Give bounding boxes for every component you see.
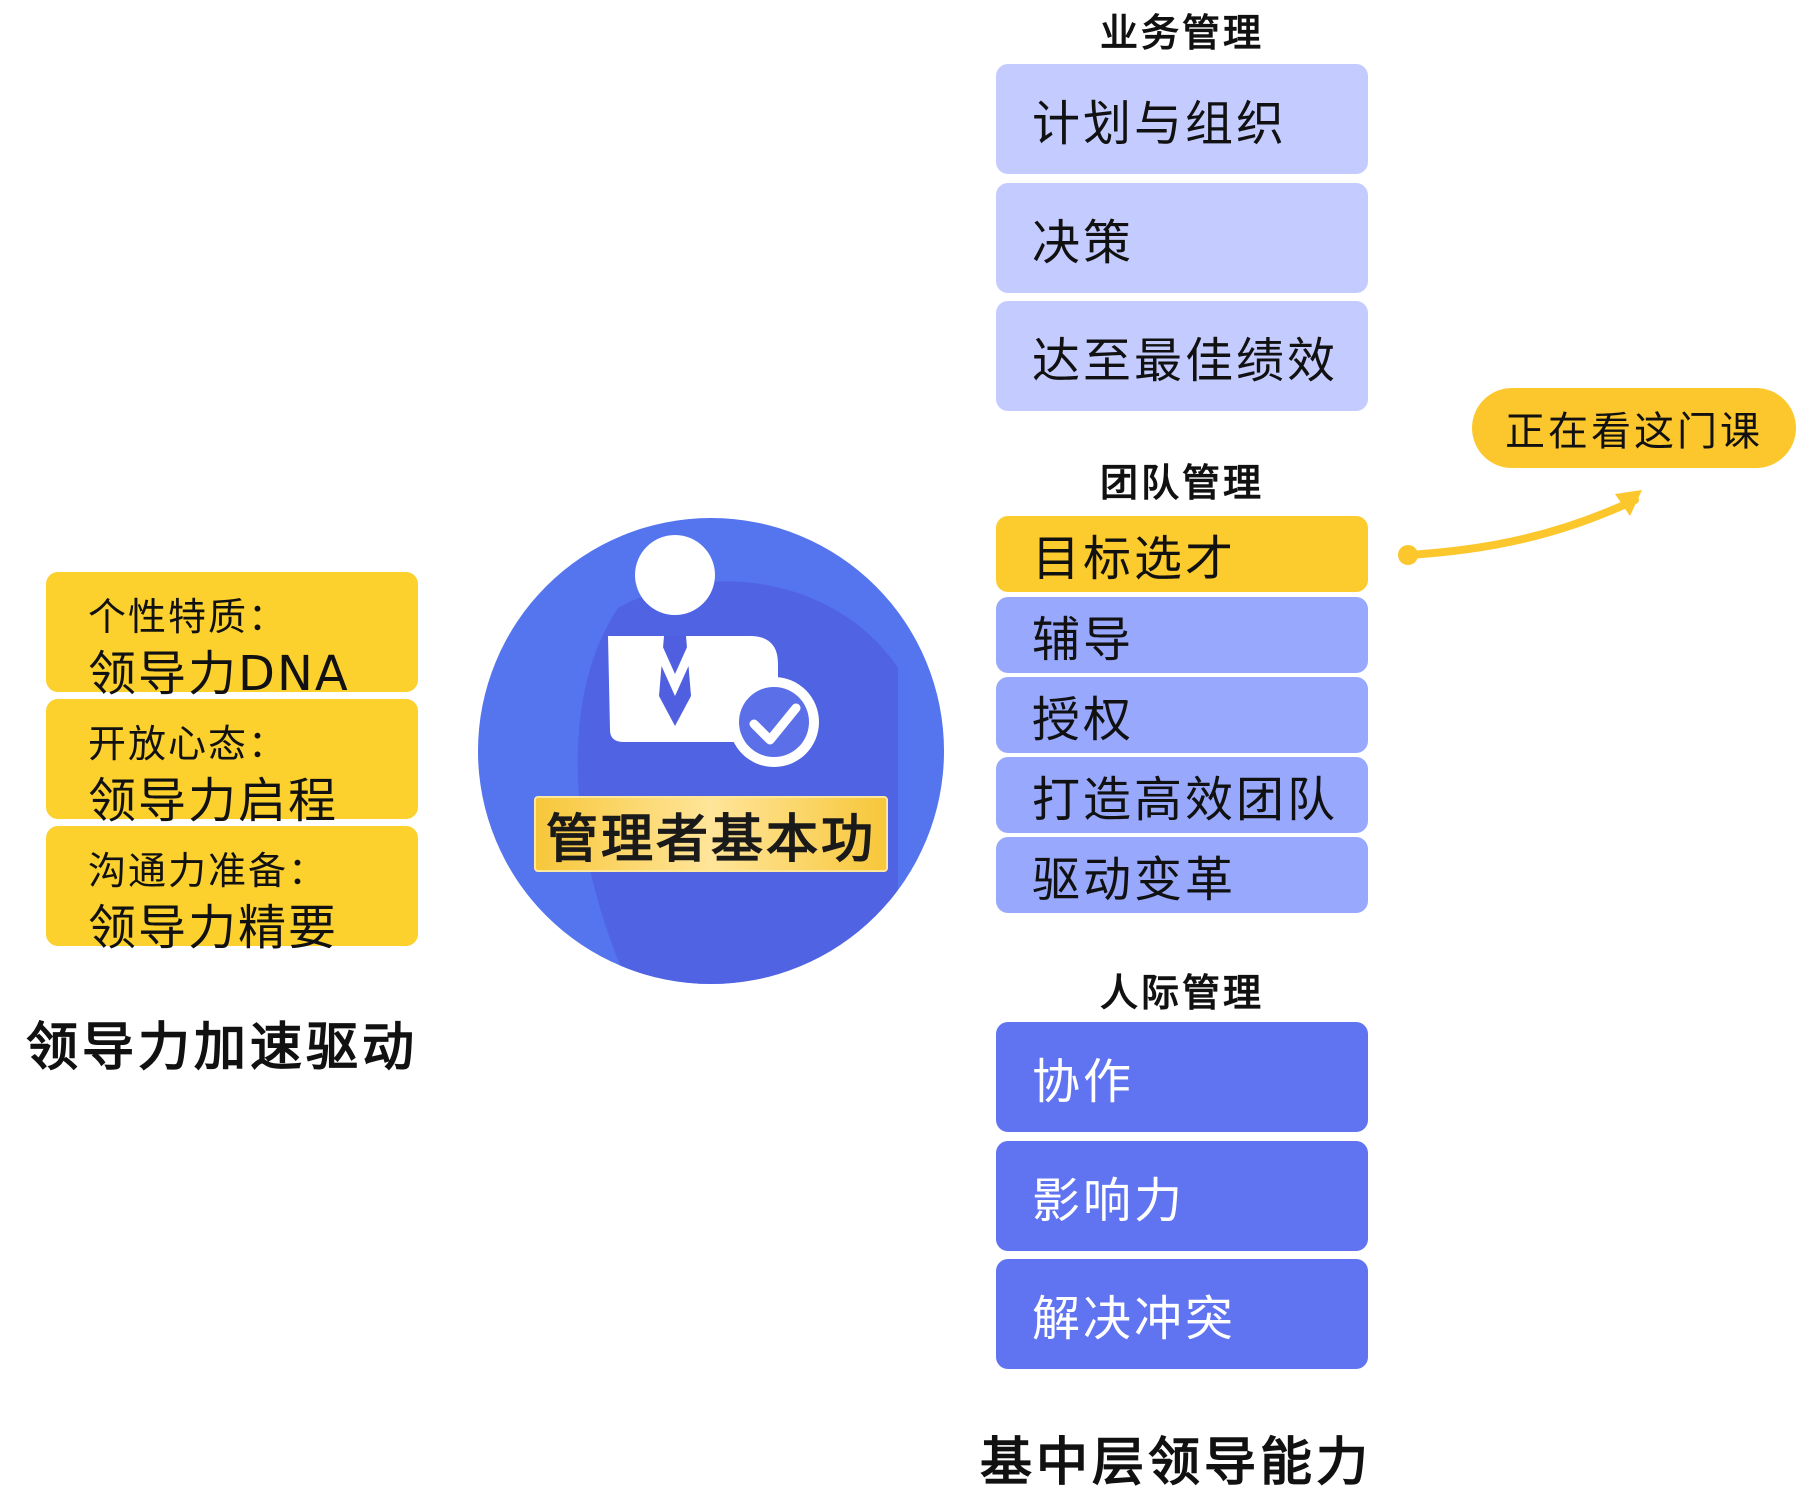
skill-influence[interactable]: 影响力 [996,1141,1368,1251]
card-subtitle: 开放心态： [88,722,289,766]
group-title-team: 团队管理 [1099,461,1264,505]
skill-collaboration[interactable]: 协作 [996,1022,1368,1132]
center-circle [478,518,944,984]
skill-coaching[interactable]: 辅导 [996,597,1368,673]
left-card-personality[interactable]: 个性特质： 领导力DNA [46,572,418,702]
skill-team-building[interactable]: 打造高效团队 [996,757,1368,833]
card-subtitle: 个性特质： [88,595,289,639]
skill-performance[interactable]: 达至最佳绩效 [996,301,1368,411]
card-title: 领导力DNA [88,646,350,702]
card-title: 领导力启程 [88,773,339,829]
right-caption: 基中层领导能力 [980,1433,1373,1493]
skill-conflict[interactable]: 解决冲突 [996,1259,1368,1369]
manager-person-icon [577,535,898,984]
center-title: 管理者基本功 [534,796,888,872]
group-title-business: 业务管理 [1099,11,1264,55]
card-subtitle: 沟通力准备： [88,849,329,893]
watching-bubble[interactable]: 正在看这门课 [1472,388,1796,468]
skill-change[interactable]: 驱动变革 [996,837,1368,913]
card-title: 领导力精要 [88,900,339,956]
left-card-communication[interactable]: 沟通力准备： 领导力精要 [46,826,418,956]
arrow-icon [1398,490,1642,565]
skill-planning[interactable]: 计划与组织 [996,64,1368,174]
skill-empowerment[interactable]: 授权 [996,677,1368,753]
skill-talent-selection[interactable]: 目标选才 [996,516,1368,592]
skill-decision[interactable]: 决策 [996,183,1368,293]
left-caption: 领导力加速驱动 [26,1018,419,1078]
left-card-open-mind[interactable]: 开放心态： 领导力启程 [46,699,418,829]
group-title-interpersonal: 人际管理 [1099,971,1264,1015]
